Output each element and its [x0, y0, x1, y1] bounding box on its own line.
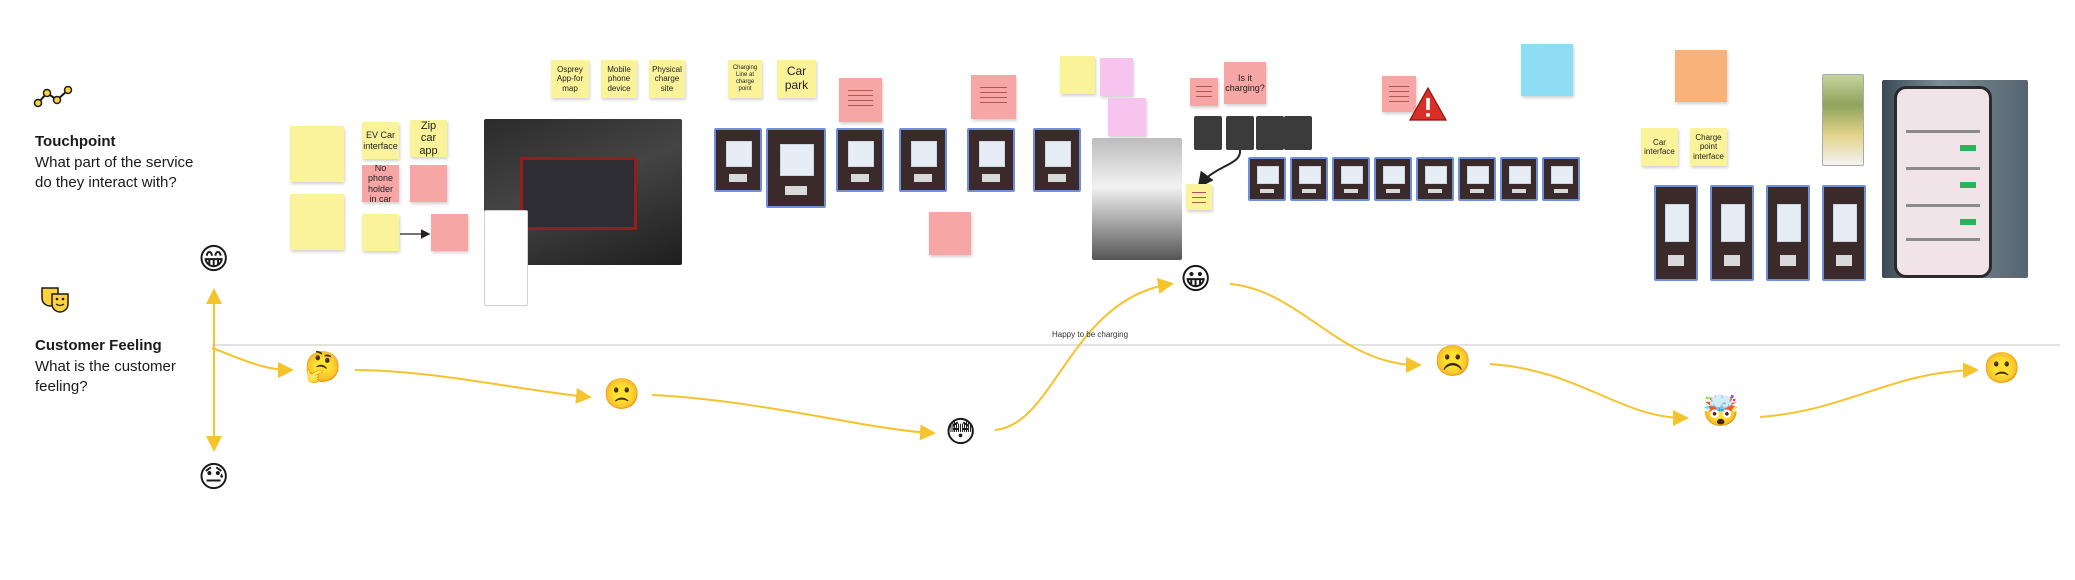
- note-car-interface: Car interface: [1641, 128, 1678, 166]
- sticky-note: [410, 165, 447, 202]
- note-charging-line: Charging Line at charge point: [728, 60, 762, 98]
- warning-icon: [1408, 86, 1448, 122]
- note-ev-car-interface: EV Car interface: [362, 122, 399, 159]
- sticky-note: [929, 212, 971, 255]
- sticky-note: [1060, 56, 1095, 94]
- charge-point-kiosk-photo: [1248, 157, 1286, 201]
- emoji-grinning-top: 😁: [198, 245, 229, 275]
- charge-point-kiosk-photo: [1374, 157, 1412, 201]
- journey-line-5: [1230, 284, 1418, 365]
- note-no-phone-holder: No phone holder in car: [362, 165, 399, 202]
- charger-detail-photo: [1256, 116, 1284, 150]
- charge-point-kiosk-photo: [1710, 185, 1754, 281]
- charge-point-kiosk-photo: [1654, 185, 1698, 281]
- charge-point-kiosk-photo: [714, 128, 762, 192]
- charge-point-kiosk-photo: [1290, 157, 1328, 201]
- charge-point-kiosk-photo: [967, 128, 1015, 192]
- sticky-note: [362, 214, 399, 251]
- emoji-sad: ☹️: [1434, 347, 1471, 377]
- phone-in-hand-photo: [1882, 80, 2028, 278]
- app-screenshot: [484, 210, 528, 306]
- sticky-note: [1675, 50, 1727, 102]
- sticky-note: [290, 126, 344, 182]
- lined-note: [1186, 184, 1212, 210]
- lined-note: [1190, 78, 1218, 106]
- note-car-park: Car park: [777, 60, 816, 98]
- car-screen: [520, 157, 637, 230]
- note-charge-point-interface: Charge point interface: [1690, 128, 1727, 166]
- charge-point-kiosk-photo: [1500, 157, 1538, 201]
- ev-charger-photo: [1092, 138, 1182, 260]
- photo-connector: [1200, 150, 1240, 185]
- charge-point-kiosk-photo: [1542, 157, 1580, 201]
- sticky-note: [1108, 98, 1146, 136]
- lined-note: [839, 78, 882, 122]
- sticky-note: [1100, 58, 1133, 96]
- journey-line-6: [1490, 364, 1685, 418]
- charger-detail-photo: [1194, 116, 1222, 150]
- note-is-it-charging: Is it charging?: [1224, 62, 1266, 104]
- emoji-sad-end: 🙁: [1983, 354, 2020, 384]
- lined-note: [971, 75, 1016, 119]
- sticky-note: [431, 214, 468, 251]
- charge-point-kiosk-photo: [836, 128, 884, 192]
- emoji-thinking: 🤔: [304, 353, 341, 383]
- charge-point-kiosk-photo: [1332, 157, 1370, 201]
- note-zip-car-app: Zip car app: [410, 120, 447, 157]
- charge-point-kiosk-photo: [1458, 157, 1496, 201]
- charge-point-kiosk-photo: [899, 128, 947, 192]
- journey-line-7: [1760, 370, 1975, 417]
- note-osprey-app: Osprey App-for map: [551, 60, 589, 98]
- emoji-exploding-head: 🤯: [1702, 397, 1739, 427]
- charger-detail-photo: [1226, 116, 1254, 150]
- phone-device: [1894, 86, 1992, 278]
- charge-point-kiosk-photo: [766, 128, 826, 208]
- sticky-note: [1521, 44, 1573, 96]
- charge-point-kiosk-photo: [1416, 157, 1454, 201]
- note-physical-charge-site: Physical charge site: [649, 60, 685, 98]
- charge-point-kiosk-photo: [1033, 128, 1081, 192]
- emoji-slightly-sad: 🙁: [603, 380, 640, 410]
- journey-line-4: [995, 284, 1170, 430]
- sticky-note: [290, 194, 344, 250]
- journey-label-happy: Happy to be charging: [1052, 330, 1128, 339]
- emoji-grinning-wide: 😀: [1180, 265, 1211, 295]
- journey-line-3: [652, 395, 932, 433]
- app-screenshot-strip: [1822, 74, 1864, 166]
- emoji-sweat-sad-bottom: 😓: [198, 463, 229, 493]
- charger-detail-photo: [1284, 116, 1312, 150]
- charge-point-kiosk-photo: [1822, 185, 1866, 281]
- journey-line-2: [355, 370, 588, 397]
- charge-point-kiosk-photo: [1766, 185, 1810, 281]
- note-mobile-phone: Mobile phone device: [601, 60, 637, 98]
- emoji-flushed: 😳: [945, 418, 976, 448]
- journey-line-1: [212, 348, 290, 370]
